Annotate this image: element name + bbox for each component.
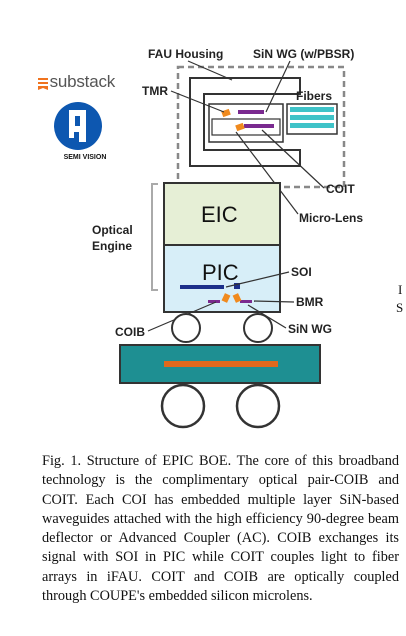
- micro-lens-label: Micro-Lens: [299, 211, 363, 225]
- substack-icon: [38, 78, 48, 90]
- right-text-fragment-2: S: [396, 300, 404, 315]
- fau-housing-bracket: [189, 77, 301, 167]
- figure-caption: Fig. 1. Structure of EPIC BOE. The core …: [42, 453, 399, 605]
- eic-block: [163, 182, 281, 246]
- tmr-label: TMR: [142, 84, 168, 98]
- sin-wg-pbsr-label: SiN WG (w/PBSR): [253, 47, 354, 61]
- bmr-waveguide-2: [240, 300, 252, 303]
- solder-ball-top-left: [171, 313, 201, 343]
- substack-logo-text: substack: [49, 72, 116, 91]
- tmr-leader: [170, 90, 225, 113]
- optical-label: Optical: [92, 223, 133, 237]
- semivision-logo-icon: [54, 102, 102, 150]
- coit-waveguide: [244, 124, 274, 128]
- solder-ball-bottom-right: [235, 383, 281, 429]
- right-text-fragment-1: I: [398, 282, 403, 297]
- soi-stub: [234, 283, 240, 289]
- soi-label: SOI: [291, 265, 312, 279]
- solder-ball-bottom-left: [160, 383, 206, 429]
- fiber-1: [290, 107, 334, 112]
- bmr-label: BMR: [296, 295, 324, 309]
- sin-wg-label: SiN WG: [288, 322, 332, 336]
- coit-marker: [235, 122, 245, 132]
- eic-label: EIC: [201, 202, 238, 227]
- epic-boe-diagram: FAU Housing SiN WG (w/PBSR) TMR Fibers C…: [54, 47, 363, 429]
- fau-housing-outline: [176, 65, 346, 189]
- bmr-leader: [253, 300, 295, 303]
- bmr-marker-1: [221, 293, 231, 303]
- pic-label: PIC: [202, 260, 239, 285]
- solder-ball-top-right: [243, 313, 273, 343]
- soi-leader: [225, 271, 290, 288]
- tmr-marker: [221, 108, 231, 118]
- bmr-waveguide-1: [208, 300, 220, 303]
- engine-label: Engine: [92, 239, 132, 253]
- bmr-marker-2: [232, 293, 242, 303]
- micro-lens-leader: [235, 131, 299, 215]
- substrate-stripe: [164, 361, 278, 367]
- sin-wg-pbsr-leader: [265, 60, 291, 113]
- soi-waveguide: [180, 285, 224, 289]
- fiber-2: [290, 115, 334, 120]
- coit-leader: [261, 129, 325, 189]
- fau-housing-label: FAU Housing: [148, 47, 223, 61]
- coit-label: COIT: [326, 182, 355, 196]
- tmr-waveguide: [238, 110, 264, 114]
- fau-housing-leader: [187, 60, 233, 81]
- optical-engine-bracket: [151, 183, 158, 291]
- fibers-label: Fibers: [296, 89, 332, 103]
- semivision-logo-text: SEMI VISION: [63, 154, 107, 161]
- fiber-3: [290, 123, 334, 128]
- coib-label: COIB: [115, 325, 145, 339]
